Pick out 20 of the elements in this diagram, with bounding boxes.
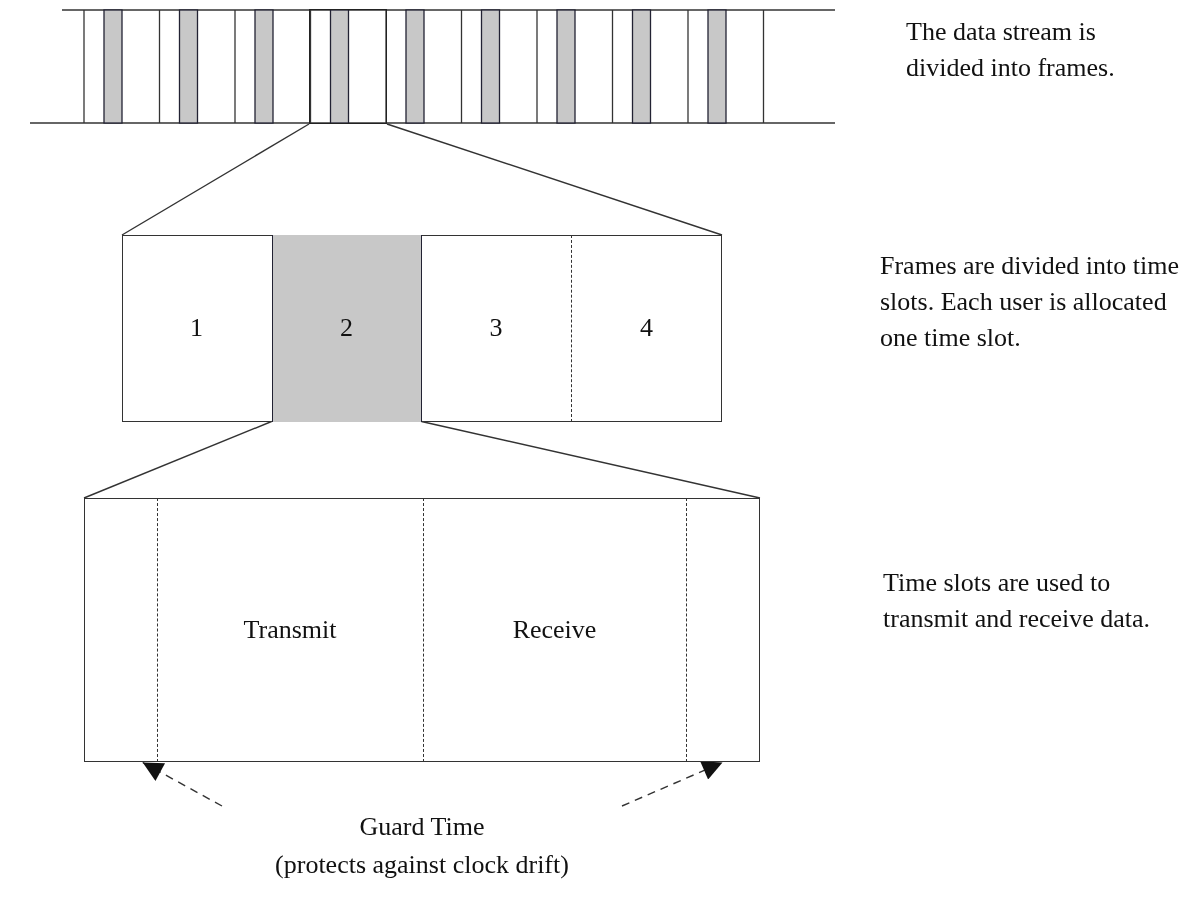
arrow <box>621 761 724 807</box>
annotation-text: (protects against clock drift) <box>275 849 569 881</box>
slot-section: Transmit <box>157 497 424 762</box>
annotation-text: Guard Time <box>359 811 485 843</box>
time-slot: 1 <box>121 234 272 422</box>
time-slot: 2 <box>271 234 422 422</box>
zoom-line <box>121 123 310 236</box>
description-text: Time slots are used to transmit and receive data. <box>883 567 1152 635</box>
description-text: The data stream is divided into frames. <box>906 16 1116 84</box>
slot-section: Receive <box>423 497 686 762</box>
zoom-line <box>386 123 723 236</box>
time-slot: 4 <box>571 234 722 422</box>
zoom-line <box>420 420 761 499</box>
frame-box <box>122 235 722 422</box>
frame-segment <box>309 9 387 124</box>
description-text: Frames are divided into time slots. Each user is allocated one time slot. <box>880 250 1180 354</box>
zoom-line <box>83 420 273 499</box>
time-slot: 3 <box>421 234 572 422</box>
time-slot-box <box>84 498 760 762</box>
arrow <box>142 761 223 807</box>
